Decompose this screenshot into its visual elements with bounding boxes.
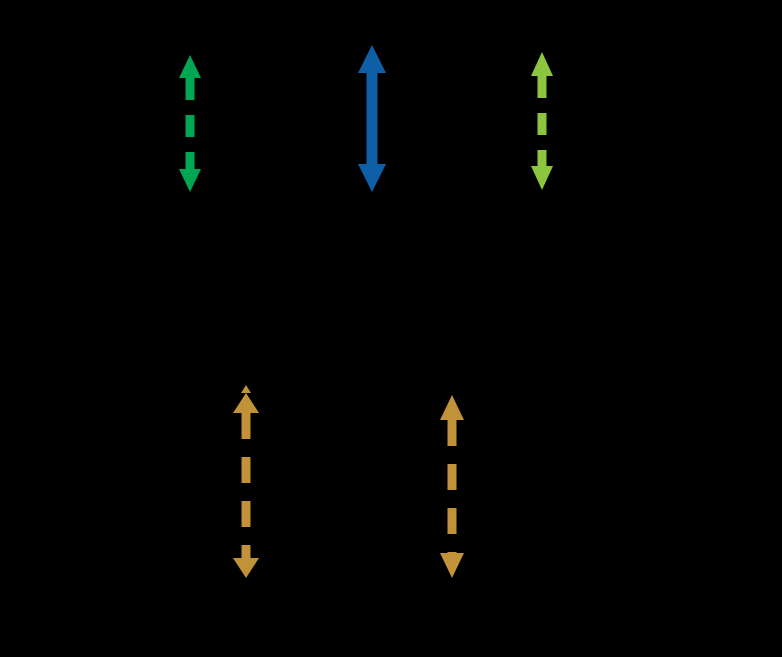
arrow-light-green-head-bottom [531, 166, 553, 190]
arrow-blue-head-bottom [358, 164, 386, 192]
arrow-green-head-bottom [179, 169, 201, 192]
arrow-light-green-head-top [531, 52, 553, 76]
arrow-orange-left-head-bottom [233, 558, 259, 578]
arrow-orange-left-head-top [233, 393, 259, 413]
arrow-orange-left-tip-pip [241, 385, 251, 393]
arrow-green-head-top [179, 55, 201, 78]
light-green-double-arrow[interactable] [531, 52, 553, 190]
arrow-orange-right-head-top [440, 395, 464, 420]
blue-double-arrow[interactable] [358, 45, 386, 192]
arrow-orange-right-head-bottom [440, 553, 464, 578]
orange-double-arrow-left[interactable] [233, 385, 259, 578]
arrow-blue-head-top [358, 45, 386, 73]
orange-double-arrow-right[interactable] [440, 395, 464, 578]
green-double-arrow[interactable] [179, 55, 201, 192]
